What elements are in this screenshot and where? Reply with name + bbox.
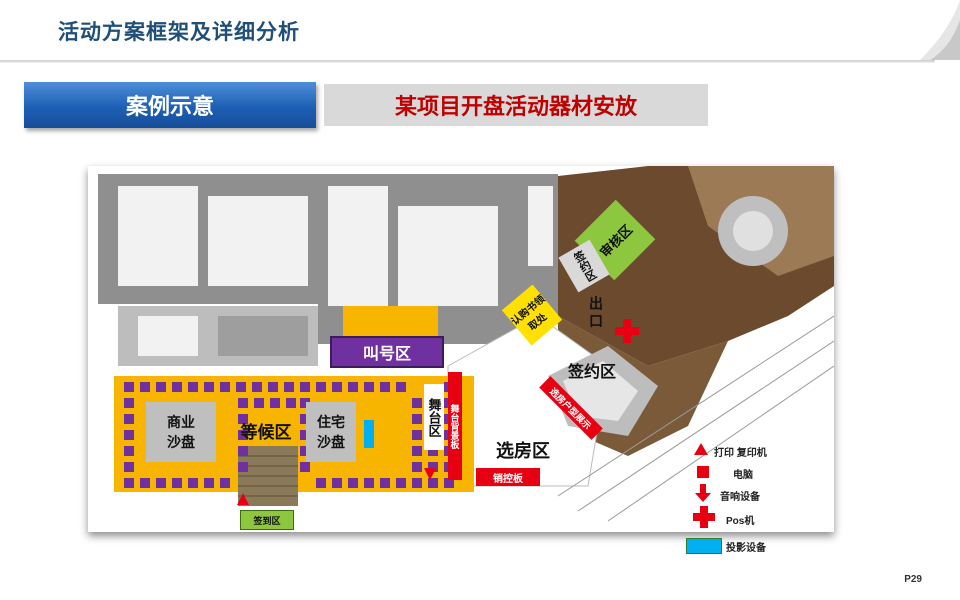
case-label: 案例示意 <box>24 82 316 128</box>
audio-marker <box>424 468 436 480</box>
residential-model-label-2: 沙盘 <box>317 434 345 450</box>
residential-model-zone: 住宅 沙盘 <box>306 402 356 462</box>
checkin-zone: 签到区 <box>240 510 294 530</box>
commercial-model-label-2: 沙盘 <box>167 434 195 450</box>
commercial-model-label-1: 商业 <box>167 414 195 430</box>
header-divider <box>0 60 935 63</box>
page-title: 活动方案框架及详细分析 <box>58 21 300 44</box>
pos-legend-icon <box>693 506 715 528</box>
page-number: P29 <box>904 574 922 585</box>
computer-legend-icon <box>697 466 709 478</box>
residential-model-label-1: 住宅 <box>317 414 345 430</box>
printer-marker <box>237 493 249 505</box>
audio-legend-label: 音响设备 <box>720 492 760 503</box>
plan-title: 某项目开盘活动器材安放 <box>324 84 708 126</box>
page-curl-decoration <box>920 0 960 60</box>
pos-legend-label: Pos机 <box>726 516 755 527</box>
projector-legend-label: 投影设备 <box>726 543 766 554</box>
printer-legend-label: 打印 复印机 <box>714 448 767 459</box>
selection-zone: 选房区 <box>496 441 550 461</box>
call-number-zone: 叫号区 <box>330 336 444 368</box>
sales-board: 销控板 <box>476 468 540 486</box>
projector-legend-icon <box>686 538 722 554</box>
stage-zone: 舞台区 <box>424 384 444 450</box>
commercial-model-zone: 商业 沙盘 <box>146 402 216 462</box>
pos-marker <box>615 319 639 343</box>
computer-legend-label: 电脑 <box>733 470 753 481</box>
printer-legend-icon <box>694 443 708 455</box>
waiting-zone: 等候区 <box>240 422 292 442</box>
floor-plan: 叫号区 商业 沙盘 等候区 住宅 沙盘 舞台区 舞台背景板 选房区 销控板 签约… <box>88 166 834 532</box>
exit-label: 出 口 <box>588 296 604 328</box>
audio-legend-icon <box>695 484 711 502</box>
projector-marker <box>364 420 374 448</box>
stage-backdrop: 舞台背景板 <box>448 372 462 480</box>
contract-main-zone: 签约区 <box>567 364 616 381</box>
